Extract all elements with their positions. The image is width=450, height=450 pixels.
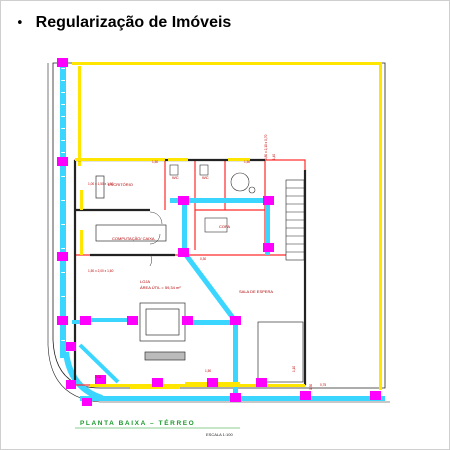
svg-text:0,30: 0,30 — [200, 257, 206, 261]
slide-title: Regularização de Imóveis — [35, 14, 232, 31]
svg-text:1,40: 1,40 — [272, 154, 276, 160]
diagonal-pipe-2 — [78, 343, 120, 384]
yellow-bands — [75, 158, 305, 389]
svg-text:1,00 x 1,50 x 1,60: 1,00 x 1,50 x 1,60 — [88, 182, 114, 186]
plan-scale: ESCALA 1:100 — [206, 432, 233, 437]
svg-text:0,80 x 2,10 x 0,70: 0,80 x 2,10 x 0,70 — [264, 134, 268, 160]
svg-text:2,00: 2,00 — [95, 375, 101, 379]
plan-caption: PLANTA BAIXA – TÉRREO — [80, 418, 195, 427]
pipe-curve — [63, 351, 103, 401]
pipe-left-vertical — [60, 58, 66, 358]
svg-text:1,50: 1,50 — [152, 160, 158, 164]
room-label-wc-2: WC — [202, 175, 209, 180]
room-label-loja: LOJA — [140, 279, 150, 284]
room-label-loja-area: ÁREA ÚTIL = 59,34 m² — [140, 285, 181, 290]
room-label-escritorio: ESCRITÓRIO — [108, 182, 133, 187]
room-label-wc-1: WC — [172, 175, 179, 180]
slide-title-line: • Regularização de Imóveis — [16, 12, 231, 34]
door-swings — [149, 211, 163, 267]
floor-plan-drawing: 1,00 x 1,50 x 1,60 1,50 x 2,00 x 1,60 1,… — [47, 58, 390, 437]
yellow-boundary-left — [78, 66, 81, 166]
vertical-labels: 0,80 x 2,10 x 0,70 1,40 0,30 1,10 — [264, 134, 313, 390]
room-label-copa: COPA — [219, 224, 230, 229]
yellow-boundary-right — [379, 64, 382, 390]
bullet-point: • — [16, 15, 24, 31]
bathroom-fixtures — [169, 164, 256, 233]
structural-columns — [57, 58, 381, 406]
diagonal-pipe — [183, 253, 239, 324]
svg-text:0,30: 0,30 — [309, 384, 313, 390]
internal-pipes — [72, 198, 270, 400]
room-label-computacao: COMPUTAÇÃO/ CAIXA — [112, 236, 155, 241]
svg-text:1,10: 1,10 — [292, 366, 296, 372]
svg-text:0,75: 0,75 — [320, 383, 326, 387]
room-label-sala-espera: SALA DE ESPERA — [239, 289, 273, 294]
svg-text:1,50 x 2,00 x 1,60: 1,50 x 2,00 x 1,60 — [88, 269, 114, 273]
staircase — [285, 179, 305, 261]
yellow-boundary-top — [72, 62, 382, 65]
sidewalk-line — [47, 63, 390, 403]
loja-furniture — [95, 175, 304, 383]
svg-text:1,50: 1,50 — [205, 369, 211, 373]
dimension-labels: 1,00 x 1,50 x 1,60 1,50 x 2,00 x 1,60 1,… — [88, 160, 326, 387]
svg-text:1,50: 1,50 — [244, 160, 250, 164]
